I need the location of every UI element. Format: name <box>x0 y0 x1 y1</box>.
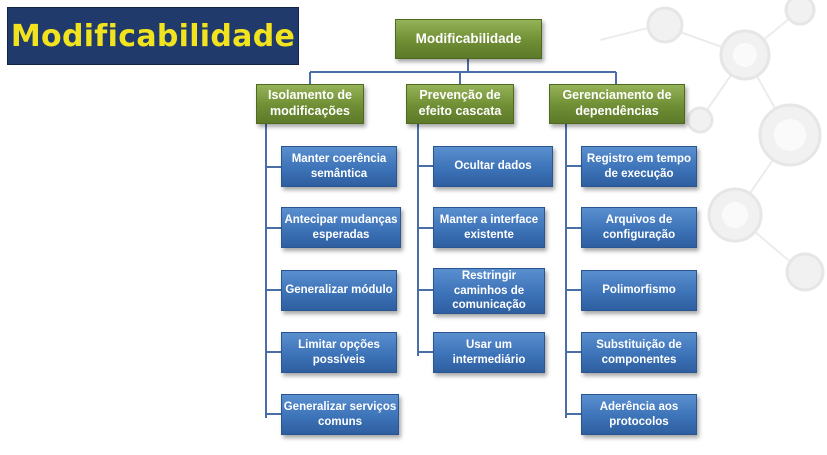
leaf-node: Polimorfismo <box>581 270 697 311</box>
page-title: Modificabilidade <box>10 18 296 54</box>
leaf-node: Registro em tempo de execução <box>581 146 697 187</box>
title-banner: Modificabilidade <box>7 7 299 65</box>
leaf-node: Manter a interface existente <box>433 207 545 248</box>
leaf-node: Restringir caminhos de comunicação <box>433 268 545 314</box>
leaf-node: Usar um intermediário <box>433 332 545 373</box>
branch-node-isolamento: Isolamento de modificações <box>256 84 364 124</box>
leaf-node: Substituição de componentes <box>581 332 697 373</box>
leaf-node: Generalizar módulo <box>281 270 397 311</box>
leaf-node: Antecipar mudanças esperadas <box>281 207 401 248</box>
leaf-node: Arquivos de configuração <box>581 207 697 248</box>
leaf-node: Limitar opções possíveis <box>281 332 397 373</box>
leaf-node: Generalizar serviços comuns <box>281 394 399 435</box>
leaf-node: Ocultar dados <box>433 146 553 187</box>
root-node: Modificabilidade <box>395 19 542 59</box>
leaf-node: Aderência aos protocolos <box>581 394 697 435</box>
leaf-node: Manter coerência semântica <box>281 146 397 187</box>
branch-node-gerenciamento: Gerenciamento de dependências <box>549 84 685 124</box>
branch-node-prevencao: Prevenção de efeito cascata <box>406 84 514 124</box>
